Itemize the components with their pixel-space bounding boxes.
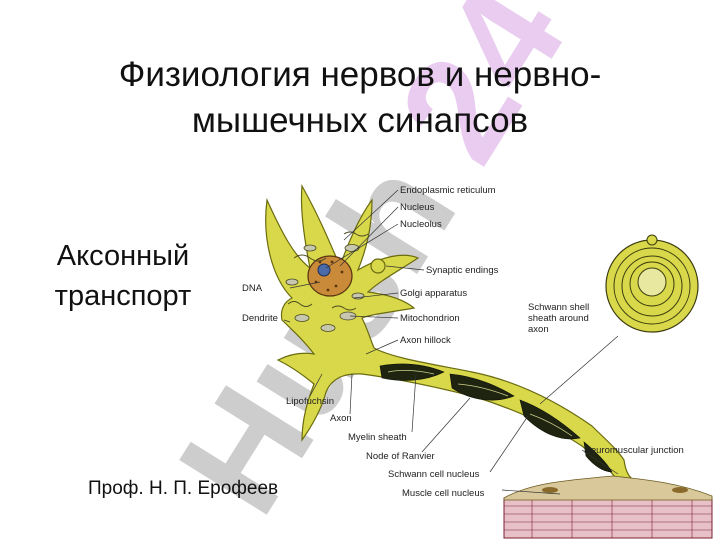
label-mitochondrion: Mitochondrion [400,313,460,324]
label-dendrite: Dendrite [242,313,278,324]
muscle-fiber [503,475,713,539]
label-axon-hillock: Axon hillock [400,335,451,346]
label-axon: Axon [330,413,352,424]
slide-title: Физиология нервов и нервно- мышечных син… [0,52,720,144]
nucleolus [317,263,331,277]
label-schwann-shell-2: sheath around [528,313,589,324]
subtitle-line-1: Аксонный [56,240,190,272]
endoplasmic-reticulum-lines [287,231,369,311]
label-neuromuscular: Neuromuscular junction [584,445,684,456]
leader-lines [283,189,619,495]
neuron-diagram: Endoplasmic reticulum Nucleus Nucleolus … [242,184,713,539]
label-golgi: Golgi apparatus [400,288,467,299]
title-line-1: Физиология нервов и нервно- [118,55,602,94]
myelin-sheath [379,363,613,473]
label-lipofuchsin: Lipofuchsin [286,396,334,407]
label-muscle-nucleus: Muscle cell nucleus [402,488,485,499]
label-nucleolus: Nucleolus [400,219,442,230]
subtitle-line-2: транспорт [54,280,192,312]
author: Проф. Н. П. Ерофеев [88,478,279,499]
title-line-2: мышечных синапсов [191,101,529,140]
label-dna: DNA [242,283,263,294]
label-synaptic-endings: Synaptic endings [426,265,499,276]
myelin-highlights [387,370,573,437]
label-node-ranvier: Node of Ranvier [366,451,435,462]
schwann-shell-spiral [605,234,699,333]
slide-subtitle: Аксонный транспорт [18,236,228,316]
synaptic-ending [370,258,386,274]
label-endoplasmic-reticulum: Endoplasmic reticulum [400,185,496,196]
nucleus [307,255,353,297]
label-schwann-shell-1: Schwann shell [528,302,589,313]
label-nucleus: Nucleus [400,202,435,213]
label-schwann-nucleus: Schwann cell nucleus [388,469,480,480]
label-schwann-shell-3: axon [528,324,549,335]
label-myelin: Myelin sheath [348,432,407,443]
